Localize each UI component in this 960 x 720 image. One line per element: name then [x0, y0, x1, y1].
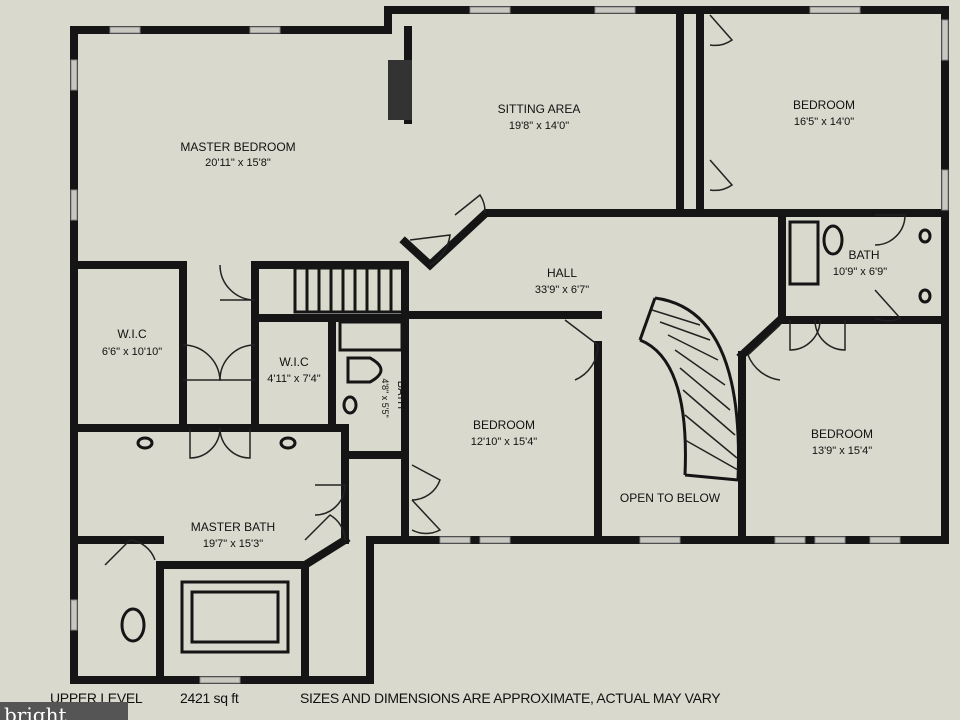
master-bedroom-dims: 20'11" x 15'8"	[205, 157, 271, 169]
wic-1-dims: 6'6" x 10'10"	[102, 346, 162, 358]
master-bedroom-name: MASTER BEDROOM	[180, 140, 295, 154]
disclaimer: SIZES AND DIMENSIONS ARE APPROXIMATE, AC…	[300, 690, 721, 706]
windows	[70, 6, 949, 684]
master-bath-dims: 19'7" x 15'3"	[203, 538, 263, 550]
bath-small-dims: 4'8" x 5'5"	[380, 378, 390, 417]
watermark-logo: bright	[0, 702, 128, 720]
area-label: 2421 sq ft	[180, 690, 239, 706]
bedroom-ne-name: BEDROOM	[793, 98, 855, 112]
wic-2-dims: 4'11" x 7'4"	[267, 373, 320, 385]
doors	[104, 14, 906, 566]
sitting-area-dims: 19'8" x 14'0"	[509, 120, 569, 132]
bedroom-center-name: BEDROOM	[473, 418, 535, 432]
fixtures	[120, 60, 932, 654]
wic-1-name: W.I.C	[117, 327, 147, 341]
open-to-below-label: OPEN TO BELOW	[620, 491, 721, 505]
bedroom-se-name: BEDROOM	[811, 427, 873, 441]
sitting-area-name: SITTING AREA	[498, 102, 581, 116]
bedroom-se-dims: 13'9" x 15'4"	[812, 445, 872, 457]
master-bath-name: MASTER BATH	[191, 520, 275, 534]
straight-stairs	[293, 266, 405, 314]
hall-dims: 33'9" x 6'7"	[535, 284, 589, 296]
bath-small-name: BATH	[395, 381, 407, 410]
room-labels: MASTER BEDROOM 20'11" x 15'8" SITTING AR…	[102, 98, 887, 550]
bath-e-name: BATH	[848, 248, 879, 262]
curved-stairs	[638, 296, 740, 482]
bath-e-dims: 10'9" x 6'9"	[833, 266, 887, 278]
wic-2-name: W.I.C	[279, 355, 309, 369]
hall-name: HALL	[547, 266, 577, 280]
bedroom-center-dims: 12'10" x 15'4"	[471, 436, 538, 448]
bedroom-ne-dims: 16'5" x 14'0"	[794, 116, 854, 128]
